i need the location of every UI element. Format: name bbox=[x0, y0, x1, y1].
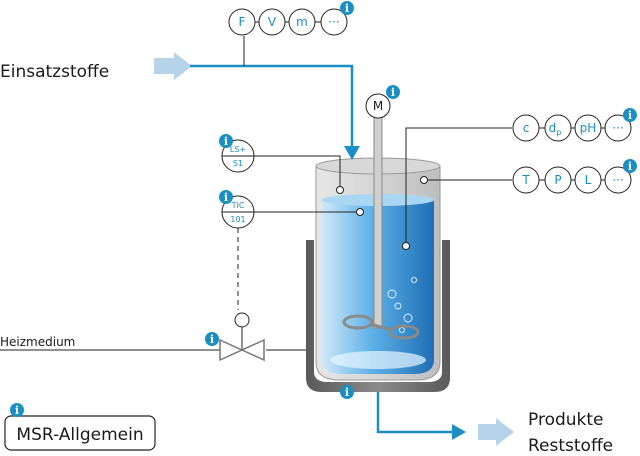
svg-text:i: i bbox=[628, 109, 632, 122]
impeller bbox=[342, 314, 420, 340]
msr-general-label: MSR-Allgemein bbox=[16, 425, 143, 445]
info-icon-motor[interactable]: i bbox=[386, 85, 400, 99]
motor: M bbox=[365, 93, 391, 119]
tic-tag-bottom: 101 bbox=[230, 215, 245, 224]
ls-tag-top: LS+ bbox=[230, 145, 246, 154]
level-switch: LS+ S1 bbox=[221, 139, 344, 194]
ls-tag-bottom: S1 bbox=[233, 159, 243, 168]
right-top-instruments: c dp pH ··· bbox=[402, 114, 632, 250]
svg-text:i: i bbox=[224, 135, 228, 148]
feed-label: Einsatzstoffe bbox=[0, 62, 109, 82]
feed-line: Einsatzstoffe bbox=[0, 36, 360, 160]
info-icon-msr[interactable]: i bbox=[10, 403, 24, 417]
feed-inst-2: m bbox=[296, 15, 308, 29]
info-icon-level[interactable]: i bbox=[219, 134, 233, 148]
tr-inst-0: c bbox=[523, 121, 530, 135]
outlet-line: Produkte Reststoffe bbox=[376, 392, 613, 456]
svg-text:i: i bbox=[345, 386, 349, 399]
svg-text:i: i bbox=[628, 160, 632, 173]
feed-inst-3: ··· bbox=[328, 15, 339, 29]
info-icon-outlet[interactable]: i bbox=[340, 385, 354, 399]
control-valve bbox=[219, 338, 265, 362]
br-inst-2: L bbox=[585, 173, 592, 187]
feed-instruments: F V m ··· bbox=[228, 8, 348, 36]
feed-inlet-arrow bbox=[154, 52, 192, 80]
info-icon-valve[interactable]: i bbox=[205, 332, 219, 346]
tr-inst-2: pH bbox=[580, 121, 597, 135]
svg-text:i: i bbox=[15, 404, 19, 417]
msr-general-button[interactable]: MSR-Allgemein bbox=[4, 415, 156, 451]
temperature-controller: TIC 101 bbox=[221, 195, 364, 328]
reactor-vessel bbox=[306, 115, 450, 392]
info-icon-tank-top[interactable]: i bbox=[623, 108, 637, 122]
tr-inst-3: ··· bbox=[612, 121, 623, 135]
svg-text:i: i bbox=[210, 333, 214, 346]
svg-text:i: i bbox=[391, 86, 395, 99]
br-inst-1: P bbox=[554, 173, 561, 187]
info-icon-feed[interactable]: i bbox=[340, 1, 354, 15]
product-label: Produkte bbox=[528, 410, 604, 430]
heating-label: Heizmedium bbox=[0, 335, 75, 349]
feed-inst-1: V bbox=[268, 15, 277, 29]
outlet-arrow bbox=[478, 418, 514, 446]
tr-inst-1: dp bbox=[549, 121, 562, 137]
info-icon-tank-bottom[interactable]: i bbox=[623, 159, 637, 173]
motor-label: M bbox=[373, 99, 383, 113]
br-inst-0: T bbox=[521, 173, 530, 187]
tr-inst-1-main: d bbox=[549, 121, 557, 135]
tic-tag-top: TIC bbox=[231, 201, 245, 210]
feed-inst-0: F bbox=[239, 15, 246, 29]
svg-text:i: i bbox=[224, 191, 228, 204]
stirrer-shaft bbox=[373, 115, 383, 329]
tr-inst-1-sub: p bbox=[556, 128, 561, 137]
info-icon-temperature[interactable]: i bbox=[219, 190, 233, 204]
svg-text:i: i bbox=[345, 2, 349, 15]
right-bottom-instruments: T P L ··· bbox=[420, 166, 632, 194]
heating-line: Heizmedium bbox=[0, 327, 306, 362]
residue-label: Reststoffe bbox=[528, 436, 613, 456]
liquid-bottom-glow bbox=[330, 351, 426, 369]
br-inst-3: ··· bbox=[612, 173, 623, 187]
